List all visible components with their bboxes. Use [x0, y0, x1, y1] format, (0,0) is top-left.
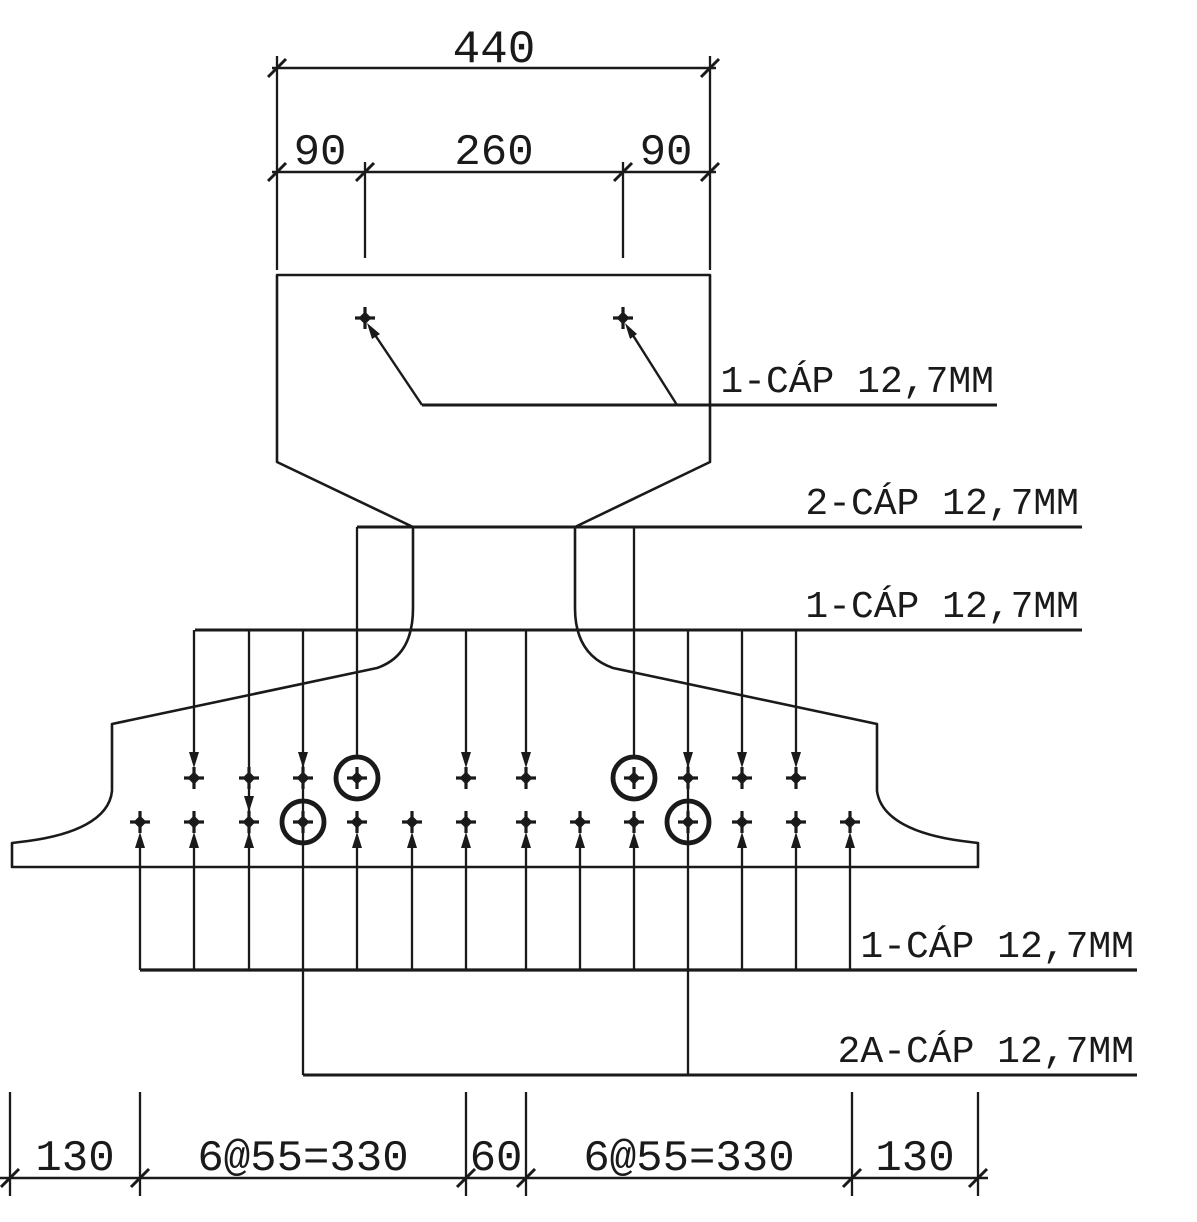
dimension-tick	[455, 1167, 477, 1189]
dim-440-text: 440	[453, 24, 536, 76]
strand-symbol-center	[296, 771, 310, 785]
strand-symbol-center	[681, 771, 695, 785]
arrowhead-down-icon	[189, 752, 199, 768]
dim-130-left-text: 130	[35, 1134, 114, 1184]
arrowhead-down-icon	[461, 752, 471, 768]
arrowhead-up-icon	[352, 832, 362, 848]
arrowhead-up-icon	[575, 832, 585, 848]
arrowhead-up-icon	[244, 832, 254, 848]
strand-symbol-center	[405, 815, 419, 829]
arrowhead-up-icon	[189, 832, 199, 848]
strand-symbol-center	[133, 815, 147, 829]
strand-symbol-center	[358, 311, 372, 325]
arrowhead-down-icon	[244, 796, 254, 812]
strand-symbol-center	[296, 815, 310, 829]
strand-symbol-center	[187, 771, 201, 785]
label-web-lower-cable: 1-CÁP 12,7MM	[805, 584, 1079, 629]
arrowhead-up-icon	[791, 832, 801, 848]
arrowhead-down-icon	[521, 752, 531, 768]
circled-strand-marker	[333, 754, 381, 802]
strand-symbol-center	[519, 815, 533, 829]
dim-260-text: 260	[454, 128, 533, 178]
dimension-tick	[699, 57, 721, 79]
strand-symbol-center	[519, 771, 533, 785]
dimension-tick	[612, 161, 634, 183]
leader-arrowhead-right	[625, 323, 637, 339]
circled-strand-marker	[664, 798, 712, 846]
dimension-tick	[967, 1167, 989, 1189]
dimension-tick	[699, 161, 721, 183]
label-bottom-2a-cable: 2A-CÁP 12,7MM	[838, 1029, 1134, 1074]
arrowhead-down-icon	[298, 752, 308, 768]
leader-diagonal-right	[627, 328, 679, 406]
dim-330-left-text: 6@55=330	[197, 1134, 408, 1184]
arrowhead-up-icon	[845, 832, 855, 848]
strand-symbol-center	[681, 815, 695, 829]
strand-symbol-center	[350, 771, 364, 785]
strand-symbol-center	[459, 815, 473, 829]
leader-diagonal-left	[370, 328, 423, 406]
strand-symbol-center	[789, 771, 803, 785]
circled-strand-marker	[279, 798, 327, 846]
dim-60-text: 60	[470, 1134, 523, 1184]
dimension-tick	[515, 1167, 537, 1189]
arrowhead-down-icon	[791, 752, 801, 768]
dimension-tick	[354, 161, 376, 183]
dim-90-left-text: 90	[294, 128, 347, 178]
arrowhead-down-icon	[737, 752, 747, 768]
arrowhead-up-icon	[629, 832, 639, 848]
strand-symbol-center	[616, 311, 630, 325]
dim-90-right-text: 90	[640, 128, 693, 178]
dimension-tick	[0, 1167, 21, 1189]
dim-130-right-text: 130	[875, 1134, 954, 1184]
dim-330-right-text: 6@55=330	[583, 1134, 794, 1184]
strand-symbol-center	[789, 815, 803, 829]
strand-symbol-center	[735, 771, 749, 785]
leader-arrowhead-left	[367, 323, 380, 339]
girder-outline	[10, 273, 980, 869]
strand-symbol-center	[242, 815, 256, 829]
dimension-tick	[841, 1167, 863, 1189]
strand-symbol-center	[187, 815, 201, 829]
strand-symbol-center	[242, 771, 256, 785]
label-web-upper-cable: 2-CÁP 12,7MM	[805, 481, 1079, 526]
arrowhead-up-icon	[407, 832, 417, 848]
dimension-tick	[266, 57, 288, 79]
arrowhead-down-icon	[683, 752, 693, 768]
strand-symbol-center	[627, 815, 641, 829]
strand-symbol-center	[573, 815, 587, 829]
arrowhead-up-icon	[461, 832, 471, 848]
strand-symbol-center	[627, 771, 641, 785]
strand-symbol-center	[350, 815, 364, 829]
strand-symbol-center	[459, 771, 473, 785]
label-bottom-flange-cable: 1-CÁP 12,7MM	[860, 924, 1134, 969]
arrowhead-up-icon	[521, 832, 531, 848]
arrowhead-up-icon	[737, 832, 747, 848]
arrowhead-up-icon	[135, 832, 145, 848]
strand-symbol-center	[735, 815, 749, 829]
circled-strand-marker	[610, 754, 658, 802]
strand-symbol-center	[843, 815, 857, 829]
dimension-tick	[129, 1167, 151, 1189]
label-top-flange-cable: 1-CÁP 12,7MM	[720, 359, 994, 404]
dimension-tick	[266, 161, 288, 183]
